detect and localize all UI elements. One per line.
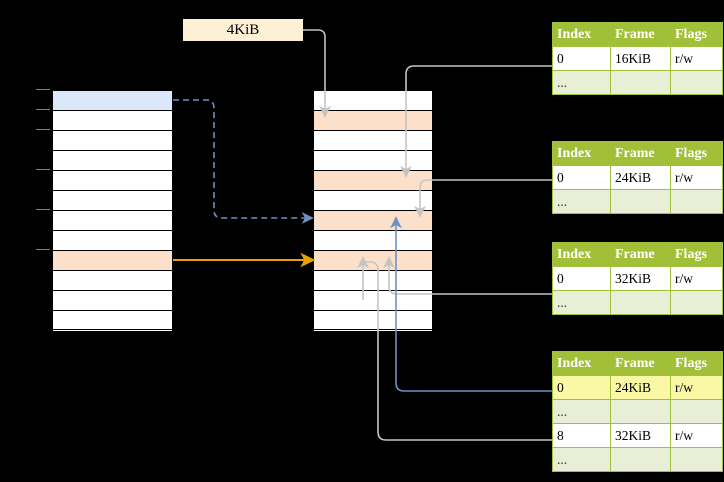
physical-memory-column [313, 90, 433, 331]
page-size-label-text: 4KiB [226, 21, 260, 38]
cell-flags: r/w [670, 423, 723, 448]
virtual-address-space-column [52, 90, 173, 331]
virtual-page-row-7 [53, 231, 172, 251]
cell-flags: r/w [670, 375, 723, 400]
column-header-index: Index [552, 351, 611, 376]
cell-frame: 32KiB [610, 266, 671, 291]
row-tick-4 [36, 169, 50, 171]
cell-frame: 24KiB [610, 375, 671, 400]
physical-frame-row-2 [314, 131, 432, 151]
physical-frame-row-5 [314, 191, 432, 211]
cell-frame [610, 189, 671, 214]
cell-index: 0 [552, 165, 611, 190]
cell-flags: r/w [670, 46, 723, 71]
virtual-page-row-1 [53, 111, 172, 131]
cell-index: 0 [552, 375, 611, 400]
virtual-page-row-11 [53, 311, 172, 331]
cell-frame: 24KiB [610, 165, 671, 190]
cell-flags [670, 399, 723, 424]
column-header-index: Index [552, 242, 611, 267]
row-tick-2 [36, 129, 50, 131]
physical-frame-row-0 [314, 91, 432, 111]
table-row: ... [552, 290, 723, 315]
virtual-page-row-9 [53, 271, 172, 291]
cell-flags [670, 290, 723, 315]
column-header-index: Index [552, 141, 611, 166]
virtual-page-row-10 [53, 291, 172, 311]
cell-frame [610, 447, 671, 472]
table-row: ... [552, 447, 723, 472]
column-header-frame: Frame [610, 22, 671, 47]
column-header-flags: Flags [670, 22, 723, 47]
virtual-column-frame [52, 90, 173, 330]
column-header-frame: Frame [610, 351, 671, 376]
cell-flags [670, 189, 723, 214]
cell-index: ... [552, 70, 611, 95]
row-tick-6 [36, 209, 50, 211]
virtual-page-row-6 [53, 211, 172, 231]
cell-frame: 32KiB [610, 423, 671, 448]
column-header-flags: Flags [670, 351, 723, 376]
virtual-page-row-0 [53, 91, 172, 111]
cell-index: 0 [552, 266, 611, 291]
wire-virtual-to-physical-dashed [173, 99, 314, 224]
virtual-page-row-5 [53, 191, 172, 211]
table-row: ... [552, 399, 723, 424]
cell-flags: r/w [670, 266, 723, 291]
cell-index: ... [552, 399, 611, 424]
cell-flags: r/w [670, 165, 723, 190]
row-tick-1 [36, 109, 50, 111]
column-header-frame: Frame [610, 141, 671, 166]
wire-table2-to-frame [414, 179, 552, 218]
cell-index: 0 [552, 46, 611, 71]
cell-frame [610, 70, 671, 95]
column-header-frame: Frame [610, 242, 671, 267]
cell-frame: 16KiB [610, 46, 671, 71]
cell-index: ... [552, 447, 611, 472]
cell-index: ... [552, 290, 611, 315]
cell-frame [610, 290, 671, 315]
virtual-page-row-8 [53, 251, 172, 271]
physical-frame-row-1 [314, 111, 432, 131]
virtual-page-row-2 [53, 131, 172, 151]
column-header-flags: Flags [670, 141, 723, 166]
cell-index: 8 [552, 423, 611, 448]
virtual-page-row-4 [53, 171, 172, 191]
cell-flags [670, 70, 723, 95]
row-tick-8 [36, 249, 50, 251]
page-size-label: 4KiB [183, 19, 303, 41]
virtual-page-row-3 [53, 151, 172, 171]
column-header-flags: Flags [670, 242, 723, 267]
cell-frame [610, 399, 671, 424]
column-header-index: Index [552, 22, 611, 47]
table-row: ... [552, 70, 723, 95]
cell-index: ... [552, 189, 611, 214]
cell-flags [670, 447, 723, 472]
row-tick-0 [36, 89, 50, 91]
physical-column-frame [313, 90, 433, 330]
table-row: ... [552, 189, 723, 214]
